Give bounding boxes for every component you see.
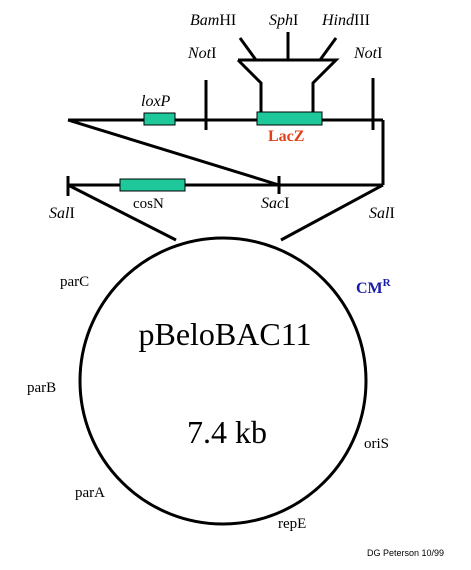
- loxp-box: [143, 112, 176, 126]
- oris-label: oriS: [364, 436, 389, 452]
- loxp-label: loxP: [141, 93, 171, 110]
- plasmid-size: 7.4 kb: [187, 414, 267, 450]
- bamhi-label: BamHI: [190, 12, 236, 29]
- author-credit: DG Peterson 10/99: [367, 548, 444, 558]
- plasmid-circle: [78, 236, 368, 526]
- cosn-label: cosN: [133, 196, 164, 212]
- bamhi-tick: [238, 37, 258, 61]
- sali-left-label: SalI: [49, 205, 75, 222]
- left-circle-connector: [67, 183, 177, 242]
- cloning-region: [66, 32, 385, 242]
- mcs-funnel: [238, 58, 340, 112]
- sali-right-label: SalI: [369, 205, 395, 222]
- lacz-label: LacZ: [268, 128, 304, 145]
- hindiii-tick: [318, 37, 338, 61]
- saci-label: SacI: [261, 195, 289, 212]
- expansion-diagonal-line: [67, 118, 280, 187]
- right-circle-connector: [280, 183, 384, 242]
- parc-label: parC: [60, 274, 89, 290]
- hindiii-label: HindIII: [321, 12, 370, 29]
- mcs-funnel-left: [236, 58, 263, 112]
- lacz-box: [256, 111, 323, 126]
- plasmid-name: pBeloBAC11: [138, 316, 311, 352]
- repe-label: repE: [278, 516, 306, 532]
- para-label: parA: [75, 485, 105, 501]
- cm-resistance-label: CMR: [356, 277, 392, 297]
- noti-left-label: NotI: [187, 45, 216, 62]
- noti-right-label: NotI: [353, 45, 382, 62]
- cosn-box: [119, 178, 186, 192]
- parb-label: parB: [27, 380, 56, 396]
- sphi-label: SphI: [269, 12, 298, 29]
